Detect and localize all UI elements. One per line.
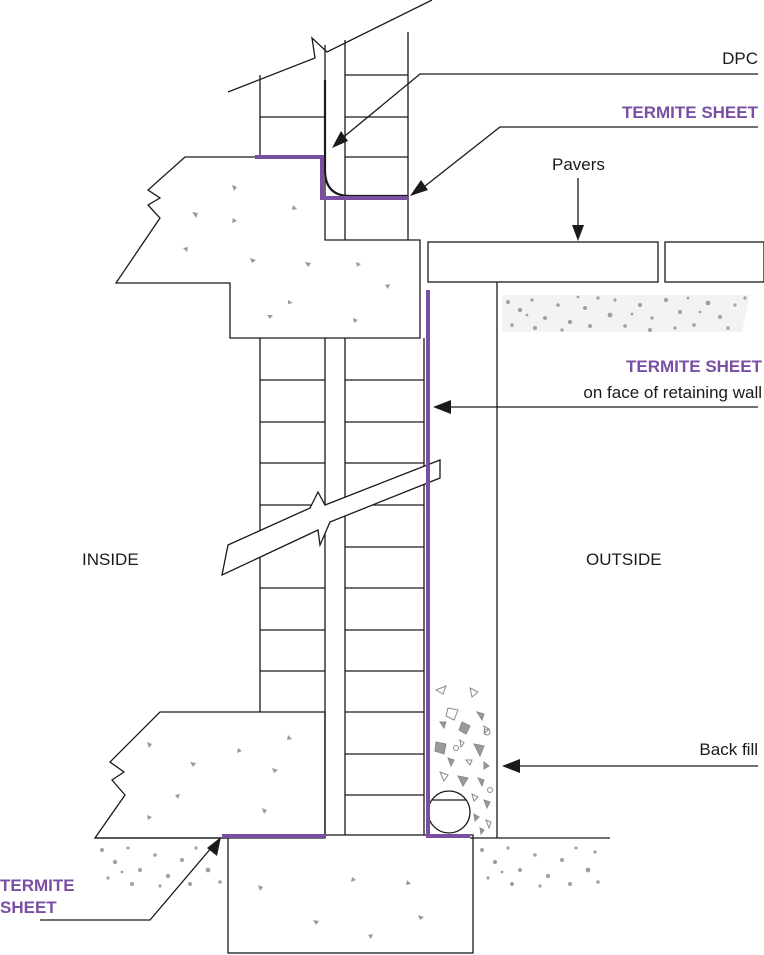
outside-label: OUTSIDE xyxy=(586,550,662,569)
upper-brick-wall xyxy=(227,0,433,240)
termite-top-arrowhead xyxy=(410,180,428,196)
pavers-label: Pavers xyxy=(552,155,605,174)
retaining-wall-note: on face of retaining wall xyxy=(583,383,762,402)
back-fill-arrowhead xyxy=(502,759,520,773)
dpc-label: DPC xyxy=(722,49,758,68)
termite-bottom-arrowhead xyxy=(207,837,221,856)
termite-sheet-mid-label: TERMITE SHEET xyxy=(625,357,762,376)
termite-sheet-bottom-label-line2: SHEET xyxy=(0,898,57,917)
pavers xyxy=(427,241,764,283)
termite-sheet-top xyxy=(255,155,408,200)
termite-sheets xyxy=(222,155,470,838)
drain-pipe xyxy=(427,790,471,834)
termite-sheet-bottom-label-line1: TERMITE xyxy=(0,876,75,895)
dpc-arrowhead xyxy=(332,131,348,148)
termite-sheet-retaining-wall xyxy=(426,290,470,838)
termite-sheet-top-label: TERMITE SHEET xyxy=(621,103,758,122)
inside-label: INSIDE xyxy=(82,550,139,569)
soil-stipple xyxy=(100,295,750,888)
dpc-line xyxy=(323,80,408,198)
backfill-rubble xyxy=(434,685,493,836)
lower-brick-wall xyxy=(259,338,425,835)
arrowheads xyxy=(207,131,584,856)
concrete-aggregate xyxy=(147,185,424,939)
lower-slab xyxy=(93,711,326,839)
leader-lines xyxy=(40,73,758,921)
retaining-wall-arrowhead xyxy=(433,400,451,414)
back-fill-label: Back fill xyxy=(699,740,758,759)
upper-slab xyxy=(114,156,421,339)
wall-break-band xyxy=(221,459,441,577)
pavers-arrowhead xyxy=(572,225,584,241)
footing xyxy=(227,834,474,954)
